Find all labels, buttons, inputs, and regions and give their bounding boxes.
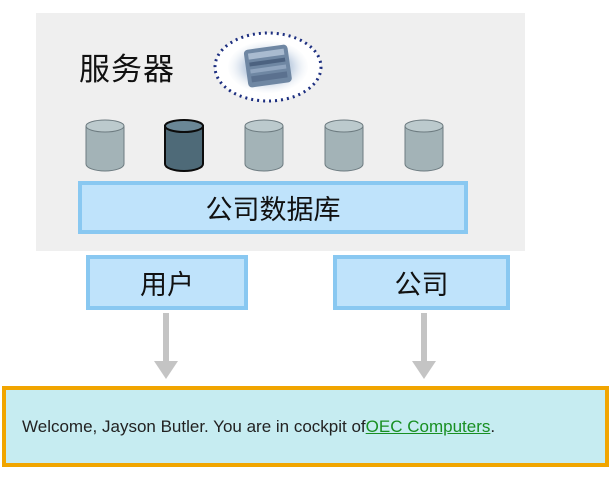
server-cube-icon [213,31,323,103]
arrow-down-icon [154,313,178,379]
company-link[interactable]: OEC Computers [365,416,491,436]
database-icon [324,119,364,172]
database-icon-active [164,119,204,172]
database-icon [404,119,444,172]
company-node[interactable]: 公司 [333,255,510,310]
company-database-box: 公司数据库 [78,181,468,234]
user-node[interactable]: 用户 [86,255,248,310]
company-database-label: 公司数据库 [205,195,341,226]
database-icon [85,119,125,172]
arrow-down-icon [412,313,436,379]
welcome-bar: Welcome, Jayson Butler. You are in cockp… [2,386,609,467]
company-node-label: 公司 [394,270,449,301]
server-label: 服务器 [79,52,175,88]
welcome-text: Welcome, Jayson Butler. You are in cockp… [22,416,366,436]
database-icon [244,119,284,172]
user-node-label: 用户 [140,270,194,301]
welcome-suffix: . [490,416,496,436]
